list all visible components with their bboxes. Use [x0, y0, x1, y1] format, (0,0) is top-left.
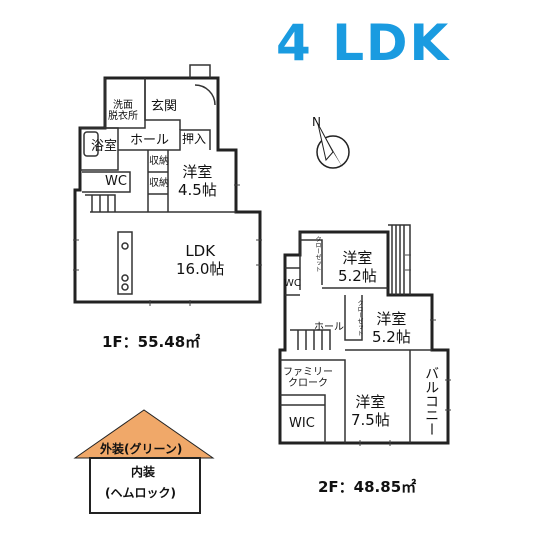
room-western1-2f: 洋室 5.2帖 — [338, 249, 377, 285]
floor1-door-entrance — [194, 84, 216, 106]
compass-icon — [316, 123, 350, 169]
floor2-wall-wc — [285, 267, 300, 296]
floor1-wall-entrance — [144, 78, 181, 130]
floor1-wall-bath — [80, 127, 119, 171]
floor1-area: 1F：55.48㎡ — [102, 333, 201, 351]
floor1-wall-storage — [147, 150, 169, 212]
floor2-area: 2F：48.85㎡ — [318, 478, 417, 496]
room-western3-2f: 洋室 7.5帖 — [351, 393, 390, 429]
room-wash: 洗面 脱衣所 — [108, 100, 138, 122]
room-hall-2f: ホール — [314, 322, 344, 333]
floor1-wall-hall — [118, 129, 211, 151]
page-title: 4 LDK — [276, 14, 451, 72]
room-closet2-2f: クローゼット — [356, 300, 363, 336]
interior-label: 内装 — [131, 465, 156, 479]
room-bath: 浴室 — [91, 139, 118, 154]
floor2-balcony-deck — [388, 224, 411, 295]
floor2-stairs — [290, 329, 331, 350]
floor2-wall-family — [280, 359, 346, 443]
floor1-kitchen-counter — [117, 231, 133, 295]
room-closet1-2f: クローゼット — [314, 236, 321, 272]
floor2-wall-closet1 — [299, 232, 323, 290]
compass-north-label: N — [312, 115, 321, 129]
room-entrance: 玄関 — [151, 99, 178, 114]
exterior-label: 外装(グリーン) — [100, 442, 183, 456]
house-icon — [73, 409, 215, 514]
room-ldk: LDK 16.0帖 — [176, 242, 225, 278]
floor1-wall-wc — [82, 171, 131, 193]
room-wc-1f: WC — [105, 174, 127, 189]
floor1-stairs — [85, 194, 116, 212]
room-wic: WIC — [289, 416, 315, 431]
floor1-bathtub — [83, 131, 99, 157]
room-balcony: バルコニー — [423, 366, 440, 436]
room-hall-1f: ホール — [130, 133, 170, 148]
floor2-wall-closet2 — [344, 295, 363, 341]
room-closet-1f: 押入 — [182, 132, 207, 146]
room-storage-1: 収納 — [149, 156, 169, 167]
interior-sub-label: (ヘムロック) — [105, 486, 176, 500]
room-storage-2: 収納 — [149, 178, 169, 189]
room-western2-2f: 洋室 5.2帖 — [372, 310, 411, 346]
room-wc-2f: WC — [284, 278, 301, 289]
floor2-outer-wall — [278, 230, 450, 445]
room-family-closet: ファミリー クローク — [283, 367, 333, 389]
room-western-1f: 洋室 4.5帖 — [178, 163, 217, 199]
